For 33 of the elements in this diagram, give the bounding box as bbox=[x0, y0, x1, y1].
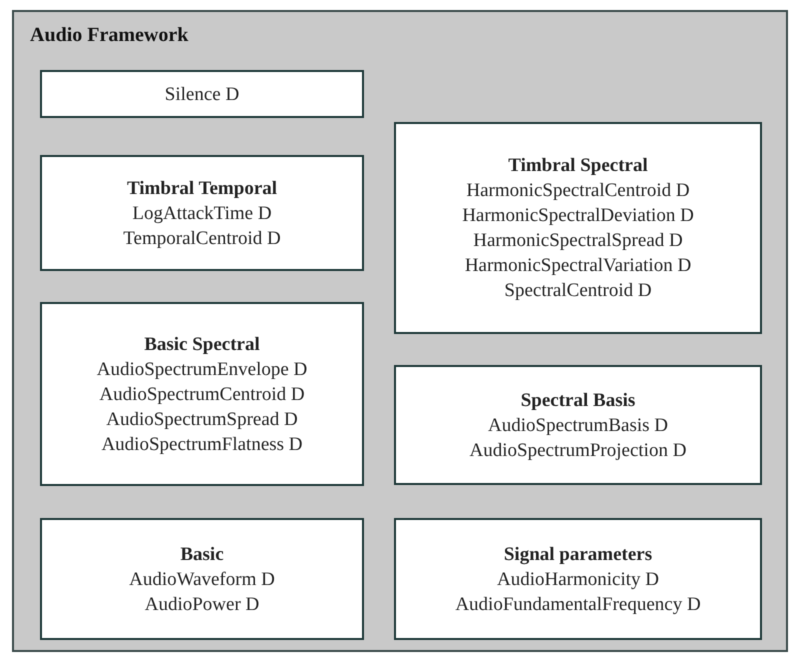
group-heading: Signal parameters bbox=[504, 542, 652, 566]
group-box bbox=[40, 518, 364, 640]
descriptor-name: LogAttackTime D bbox=[132, 202, 272, 226]
descriptor-name: HarmonicSpectralVariation D bbox=[464, 254, 692, 278]
descriptor-name: TemporalCentroid D bbox=[123, 226, 281, 250]
descriptor-name: AudioWaveform D bbox=[129, 568, 275, 592]
descriptor-name: HarmonicSpectralDeviation D bbox=[462, 204, 694, 228]
descriptor-name: HarmonicSpectralCentroid D bbox=[466, 179, 690, 203]
panel-title: Audio Framework bbox=[30, 24, 188, 47]
descriptor-name: Silence D bbox=[164, 82, 240, 106]
group-heading: Timbral Temporal bbox=[126, 176, 278, 200]
descriptor-name: AudioHarmonicity D bbox=[496, 568, 659, 592]
group-heading: Basic bbox=[180, 542, 224, 566]
group-box bbox=[394, 518, 762, 640]
group-box bbox=[40, 302, 364, 486]
descriptor-name: AudioSpectrumSpread D bbox=[106, 408, 298, 432]
descriptor-name: AudioFundamentalFrequency D bbox=[455, 592, 701, 616]
group-box bbox=[394, 365, 762, 485]
group-heading: Spectral Basis bbox=[520, 388, 636, 412]
descriptor-name: HarmonicSpectralSpread D bbox=[473, 229, 683, 253]
group-box bbox=[40, 70, 364, 118]
descriptor-name: AudioPower D bbox=[144, 592, 260, 616]
group-heading: Basic Spectral bbox=[144, 332, 260, 356]
descriptor-name: AudioSpectrumEnvelope D bbox=[96, 358, 308, 382]
descriptor-name: SpectralCentroid D bbox=[504, 279, 652, 303]
descriptor-name: AudioSpectrumFlatness D bbox=[101, 432, 303, 456]
framework-panel bbox=[12, 10, 788, 652]
descriptor-name: AudioSpectrumBasis D bbox=[488, 414, 668, 438]
group-heading: Timbral Spectral bbox=[508, 154, 648, 178]
descriptor-name: AudioSpectrumProjection D bbox=[470, 438, 686, 462]
group-box bbox=[40, 155, 364, 271]
descriptor-name: AudioSpectrumCentroid D bbox=[99, 382, 305, 406]
group-box bbox=[394, 122, 762, 334]
